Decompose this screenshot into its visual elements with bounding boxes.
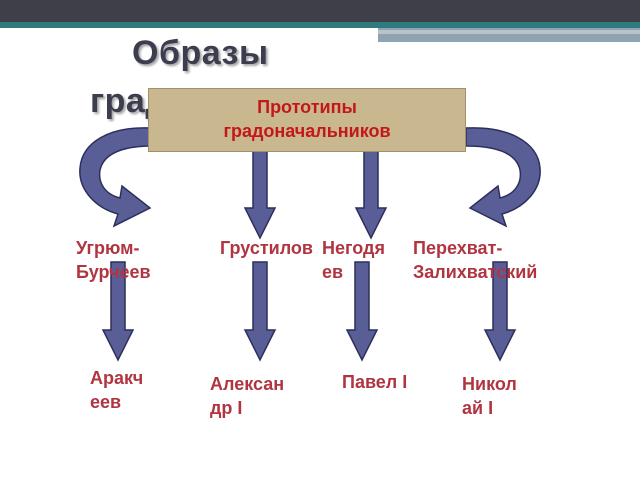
character-label-line-2: ев [322,262,344,282]
down-arrow-to-arakcheev [101,261,135,362]
prototypes-box-line-2: градоначальников [223,121,391,141]
character-ugryum-burcheev: Угрюм- Бурчеев [76,236,151,284]
prototype-alexander-i: Алексан др I [210,372,284,420]
down-arrow-to-negodyaev [354,141,388,240]
character-label-line-2: Залихватский [413,262,538,282]
curved-arrow-right [465,127,541,228]
character-perekhvat-zalikhvatsky: Перехват- Залихватский [413,236,537,284]
down-arrow-to-grustilov [243,141,277,240]
curved-arrow-left [79,127,153,228]
title-line-1: Образы [132,34,269,72]
character-label-line-1: Негодя [322,238,385,258]
prototype-label-line-1: Аракч [90,368,144,388]
prototype-nikolai-i: Никол ай I [462,372,517,420]
down-arrow-to-alexander [243,261,277,362]
prototypes-box-line-1: Прототипы [257,97,357,117]
prototype-label-line-1: Павел I [342,372,408,392]
prototype-label-line-1: Алексан [210,374,285,394]
down-arrow-to-pavel [345,261,379,362]
prototypes-box: Прототипы градоначальников [148,88,466,152]
character-label-line-1: Перехват- [413,238,503,258]
down-arrow-to-nikolai [483,261,517,362]
character-label-line-2: Бурчеев [76,262,151,282]
slide-top-band [0,0,640,22]
slide-accent-tab-highlight [378,30,640,34]
character-grustilov: Грустилов [220,236,313,260]
character-negodyaev: Негодя ев [322,236,385,284]
prototype-label-line-2: ай I [462,398,494,418]
prototype-label-line-2: др I [210,398,243,418]
prototype-pavel-i: Павел I [342,370,407,394]
prototype-label-line-1: Никол [462,374,517,394]
prototype-arakcheev: Аракч еев [90,366,143,414]
character-label-line-1: Угрюм- [76,238,140,258]
slide-accent-band [0,22,640,28]
character-label-line-1: Грустилов [220,238,313,258]
prototype-label-line-2: еев [90,392,122,412]
